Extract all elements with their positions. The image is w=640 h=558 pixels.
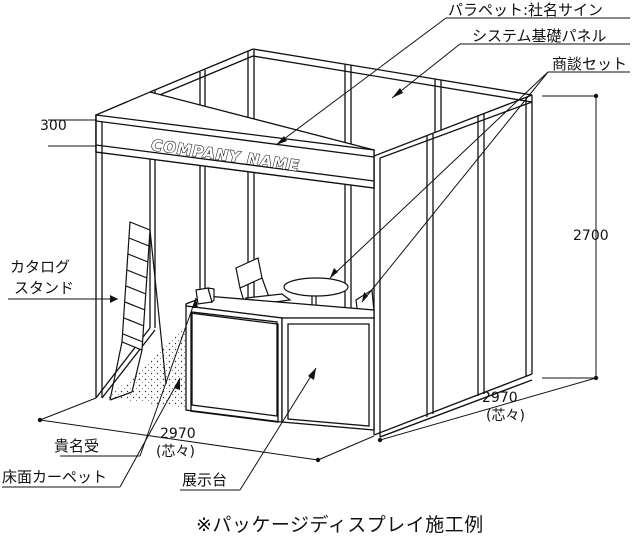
right-wall xyxy=(373,94,533,438)
display-counter xyxy=(185,295,375,431)
dimension-depth-value: 2970 xyxy=(482,390,518,406)
catalog-stand xyxy=(109,221,167,401)
dimension-width-value: 2970 xyxy=(160,426,196,442)
caption: ※パッケージディスプレイ施工例 xyxy=(196,514,484,536)
parapet-beam xyxy=(95,91,375,189)
reception-box xyxy=(195,287,215,305)
dimension-parapet-height: 300 xyxy=(40,118,67,134)
label-parapet-sign: パラペット:社名サイン xyxy=(448,1,604,19)
floor-carpet xyxy=(108,328,200,410)
dimension-points xyxy=(37,93,599,463)
label-catalog-stand-line2: スタンド xyxy=(14,279,75,297)
callout-leaders xyxy=(2,17,630,491)
label-catalog-stand-line1: カタログ xyxy=(10,258,71,276)
dimension-lines xyxy=(39,95,597,461)
label-display-counter: 展示台 xyxy=(182,471,228,489)
label-system-panel: システム基礎パネル xyxy=(472,27,607,45)
label-meeting-set: 商談セット xyxy=(552,55,628,73)
label-floor-carpet: 床面カーペット xyxy=(2,468,108,486)
leader-arrowheads xyxy=(110,88,403,390)
dimension-depth-note: (芯々) xyxy=(486,408,525,424)
label-umbrella-stand: 貴名受 xyxy=(54,437,100,455)
dimension-width-note: (芯々) xyxy=(156,444,195,460)
dimension-booth-height: 2700 xyxy=(573,228,609,244)
